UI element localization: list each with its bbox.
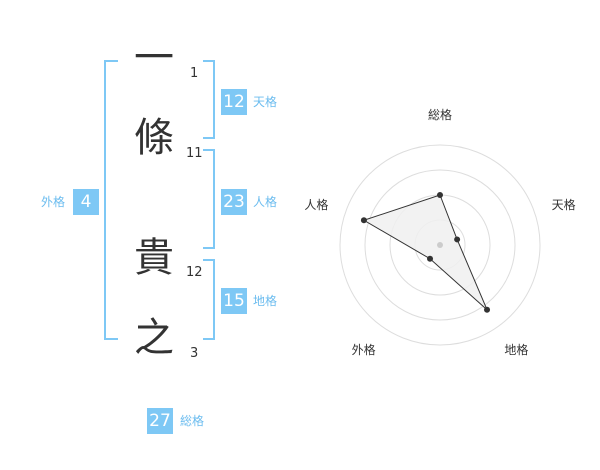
radar-ring: [364, 169, 516, 321]
chikaku-bracket: [203, 259, 215, 340]
stroke-count-3: 12: [186, 265, 203, 280]
soukaku-value-badge: 27: [147, 408, 173, 434]
radar-series-area: [362, 194, 488, 311]
gaikaku-bracket: [104, 60, 118, 340]
stroke-count-1: 1: [190, 66, 199, 81]
radar-axis-label-3: 地格: [504, 342, 528, 357]
tenkaku-value-badge: 12: [221, 89, 247, 115]
tenkaku-label: 天格: [253, 95, 278, 109]
radar-axis-label-5: 人格: [304, 197, 328, 212]
radar-axis-label-1: 総格: [428, 107, 452, 122]
chikaku-value-badge: 15: [221, 288, 247, 314]
gaikaku-value-badge: 4: [73, 189, 99, 215]
soukaku-label: 総格: [180, 414, 205, 428]
chikaku-label: 地格: [253, 294, 278, 308]
radar-ring: [339, 144, 541, 346]
radar-axis-label-2: 天格: [552, 197, 576, 212]
jinkaku-value-badge: 23: [221, 189, 247, 215]
radar-point-1: [437, 192, 443, 198]
tenkaku-bracket: [203, 60, 215, 139]
radar-point-4: [427, 255, 434, 262]
radar-axis-label-4: 外格: [352, 342, 376, 357]
stroke-count-2: 11: [186, 146, 203, 161]
stroke-count-4: 3: [190, 346, 199, 361]
name-char-1: 一: [134, 35, 174, 81]
radar-center-dot: [437, 242, 443, 248]
jinkaku-bracket: [203, 149, 215, 249]
jinkaku-label: 人格: [253, 195, 278, 209]
gaikaku-label: 外格: [41, 195, 66, 209]
name-char-2: 條: [134, 115, 174, 161]
name-char-4: 之: [134, 315, 174, 361]
name-char-3: 貴: [134, 235, 174, 281]
radar-point-5: [360, 217, 367, 224]
radar-point-3: [484, 306, 491, 313]
radar-point-2: [454, 236, 461, 243]
